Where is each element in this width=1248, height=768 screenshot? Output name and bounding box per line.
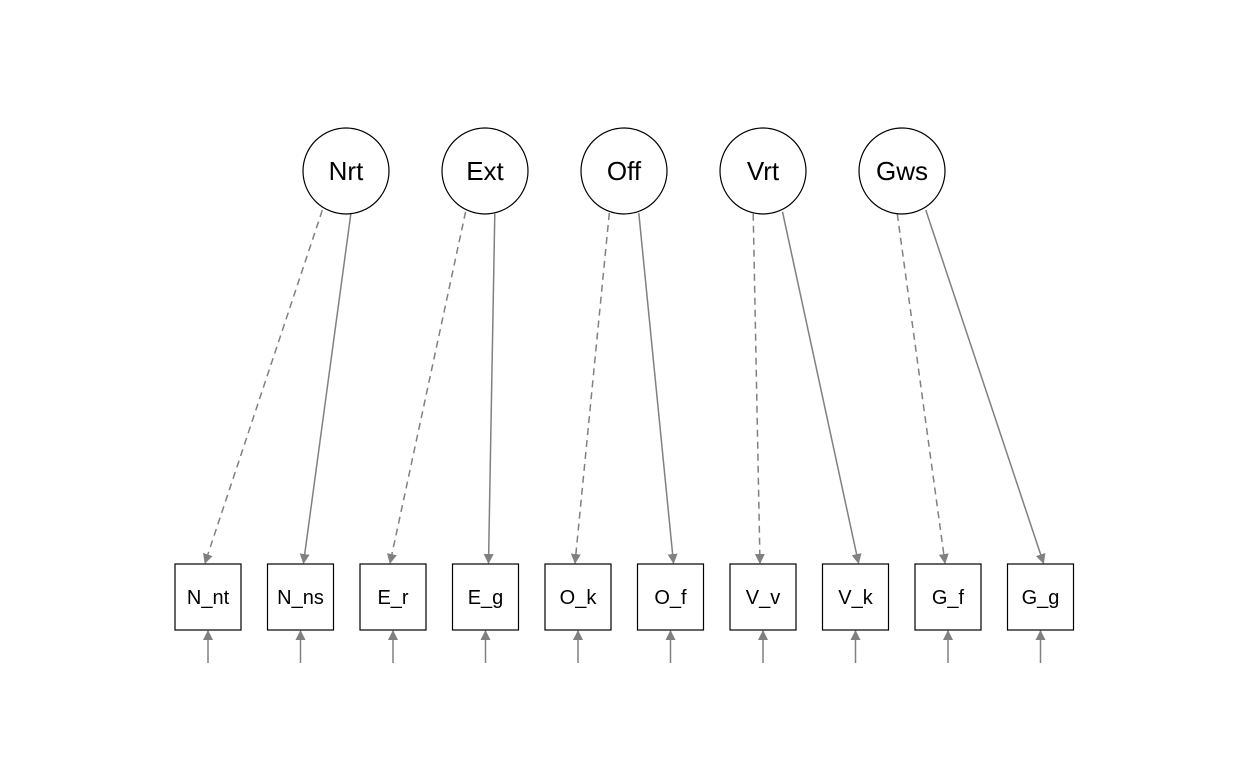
latent-circle-Ext (441, 127, 529, 215)
indicator-box-N_ns (266, 563, 335, 631)
indicator-N_nt: N_nt (174, 563, 242, 631)
latent-label-Off: Off (607, 156, 642, 186)
latent-Vrt: Vrt (719, 127, 807, 215)
loading-Nrt-N_nt (203, 209, 324, 564)
latent-label-Ext: Ext (466, 156, 504, 186)
edges-layer (203, 209, 1046, 564)
indicator-label-V_v: V_v (746, 587, 780, 609)
indicator-G_g: G_g (1006, 563, 1075, 631)
latent-label-Nrt: Nrt (329, 156, 364, 186)
residuals-layer (203, 630, 1046, 663)
indicator-box-V_k (821, 563, 890, 631)
loading-Gws-G_g (925, 209, 1046, 564)
latent-label-Vrt: Vrt (747, 156, 780, 186)
indicator-O_f: O_f (636, 563, 705, 631)
indicator-label-V_k: V_k (838, 587, 873, 609)
indicator-box-G_g (1006, 563, 1075, 631)
indicator-O_k: O_k (544, 563, 612, 631)
indicator-label-N_nt: N_nt (187, 587, 230, 609)
loading-Vrt-V_k (781, 211, 862, 564)
latent-Off: Off (580, 127, 668, 215)
latent-circle-Off (580, 127, 668, 215)
latent-label-Gws: Gws (876, 156, 928, 186)
indicator-E_g: E_g (451, 563, 520, 631)
loading-Vrt-V_v (752, 213, 765, 564)
indicator-box-N_nt (174, 563, 242, 631)
latent-Nrt: Nrt (302, 127, 390, 215)
indicator-label-O_k: O_k (560, 587, 598, 609)
indicator-label-E_r: E_r (377, 587, 408, 609)
indicator-label-N_ns: N_ns (277, 587, 324, 609)
indicator-V_k: V_k (821, 563, 890, 631)
loading-Off-O_k (570, 213, 611, 564)
latent-Gws: Gws (858, 127, 946, 215)
indicator-label-E_g: E_g (468, 587, 504, 609)
loading-Ext-E_g (483, 213, 496, 564)
indicator-N_ns: N_ns (266, 563, 335, 631)
indicator-box-E_g (451, 563, 520, 631)
loading-Gws-G_f (896, 213, 949, 564)
indicator-G_f: G_f (914, 563, 982, 631)
indicator-E_r: E_r (359, 563, 427, 631)
latent-circle-Gws (858, 127, 946, 215)
indicator-box-O_k (544, 563, 612, 631)
indicator-label-G_g: G_g (1022, 587, 1060, 609)
latent-Ext: Ext (441, 127, 529, 215)
indicator-label-O_f: O_f (654, 587, 687, 609)
latent-circle-Vrt (719, 127, 807, 215)
loading-Nrt-N_ns (299, 213, 352, 564)
latent-circle-Nrt (302, 127, 390, 215)
indicator-box-V_v (729, 563, 797, 631)
indicator-label-G_f: G_f (932, 587, 965, 609)
indicator-V_v: V_v (729, 563, 797, 631)
loading-Ext-E_r (387, 211, 467, 564)
indicator-box-G_f (914, 563, 982, 631)
indicator-box-E_r (359, 563, 427, 631)
indicator-box-O_f (636, 563, 705, 631)
loading-Off-O_f (638, 213, 678, 564)
